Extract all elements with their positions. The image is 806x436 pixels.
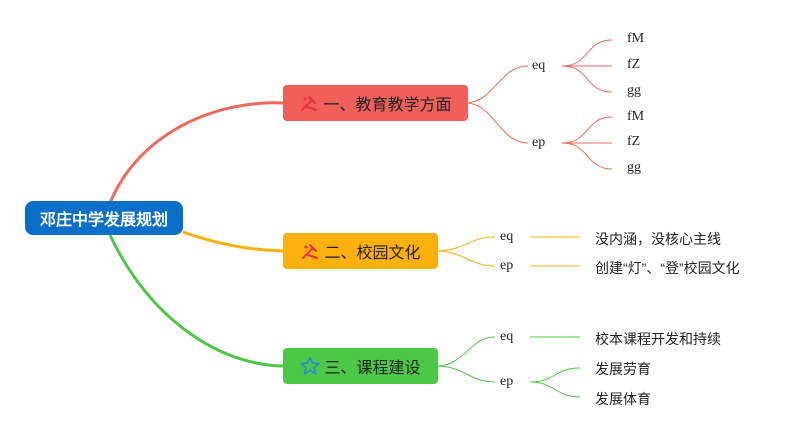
leaf-node[interactable]: 校本课程开发和持续 xyxy=(595,331,721,347)
star-icon xyxy=(300,356,321,376)
connector-root-branch1 xyxy=(108,101,284,204)
branch-node-2[interactable]: 二、校园文化 xyxy=(283,233,438,269)
leaf-node[interactable]: fM xyxy=(627,109,645,124)
leaf-node[interactable]: 发展体育 xyxy=(595,391,651,407)
leaf-node[interactable]: 没内涵，没核心主线 xyxy=(595,231,721,247)
leaf-node[interactable]: gg xyxy=(627,160,641,175)
tools-icon xyxy=(300,241,320,261)
leaf-node[interactable]: fM xyxy=(627,31,645,46)
leaf-node[interactable]: fZ xyxy=(627,134,641,149)
leaf-node[interactable]: gg xyxy=(627,83,641,98)
connector-root-branch3 xyxy=(108,234,284,368)
tools-icon xyxy=(299,93,319,113)
leaf-node[interactable]: fZ xyxy=(627,57,641,72)
leaf-node[interactable]: 发展劳育 xyxy=(595,361,651,377)
branch-label-3: 三、课程建设 xyxy=(324,360,421,377)
sub-node-ep[interactable]: ep xyxy=(500,374,514,389)
branch-label-2: 二、校园文化 xyxy=(324,245,421,262)
branch-node-1[interactable]: 一、教育教学方面 xyxy=(283,85,468,121)
connector-root-branch2 xyxy=(182,230,284,253)
root-node[interactable]: 邓庄中学发展规划 xyxy=(25,201,183,235)
sub-node-eq[interactable]: eq xyxy=(500,229,514,244)
branch-node-3[interactable]: 三、课程建设 xyxy=(283,348,438,384)
sub-node-ep[interactable]: ep xyxy=(500,258,514,273)
root-label: 邓庄中学发展规划 xyxy=(39,212,168,229)
sub-node-eq[interactable]: eq xyxy=(532,58,546,73)
leaf-node[interactable]: 创建“灯”、“登”校园文化 xyxy=(595,260,740,276)
branch-label-1: 一、教育教学方面 xyxy=(323,97,452,114)
sub-node-ep[interactable]: ep xyxy=(532,135,546,150)
sub-node-eq[interactable]: eq xyxy=(500,329,514,344)
